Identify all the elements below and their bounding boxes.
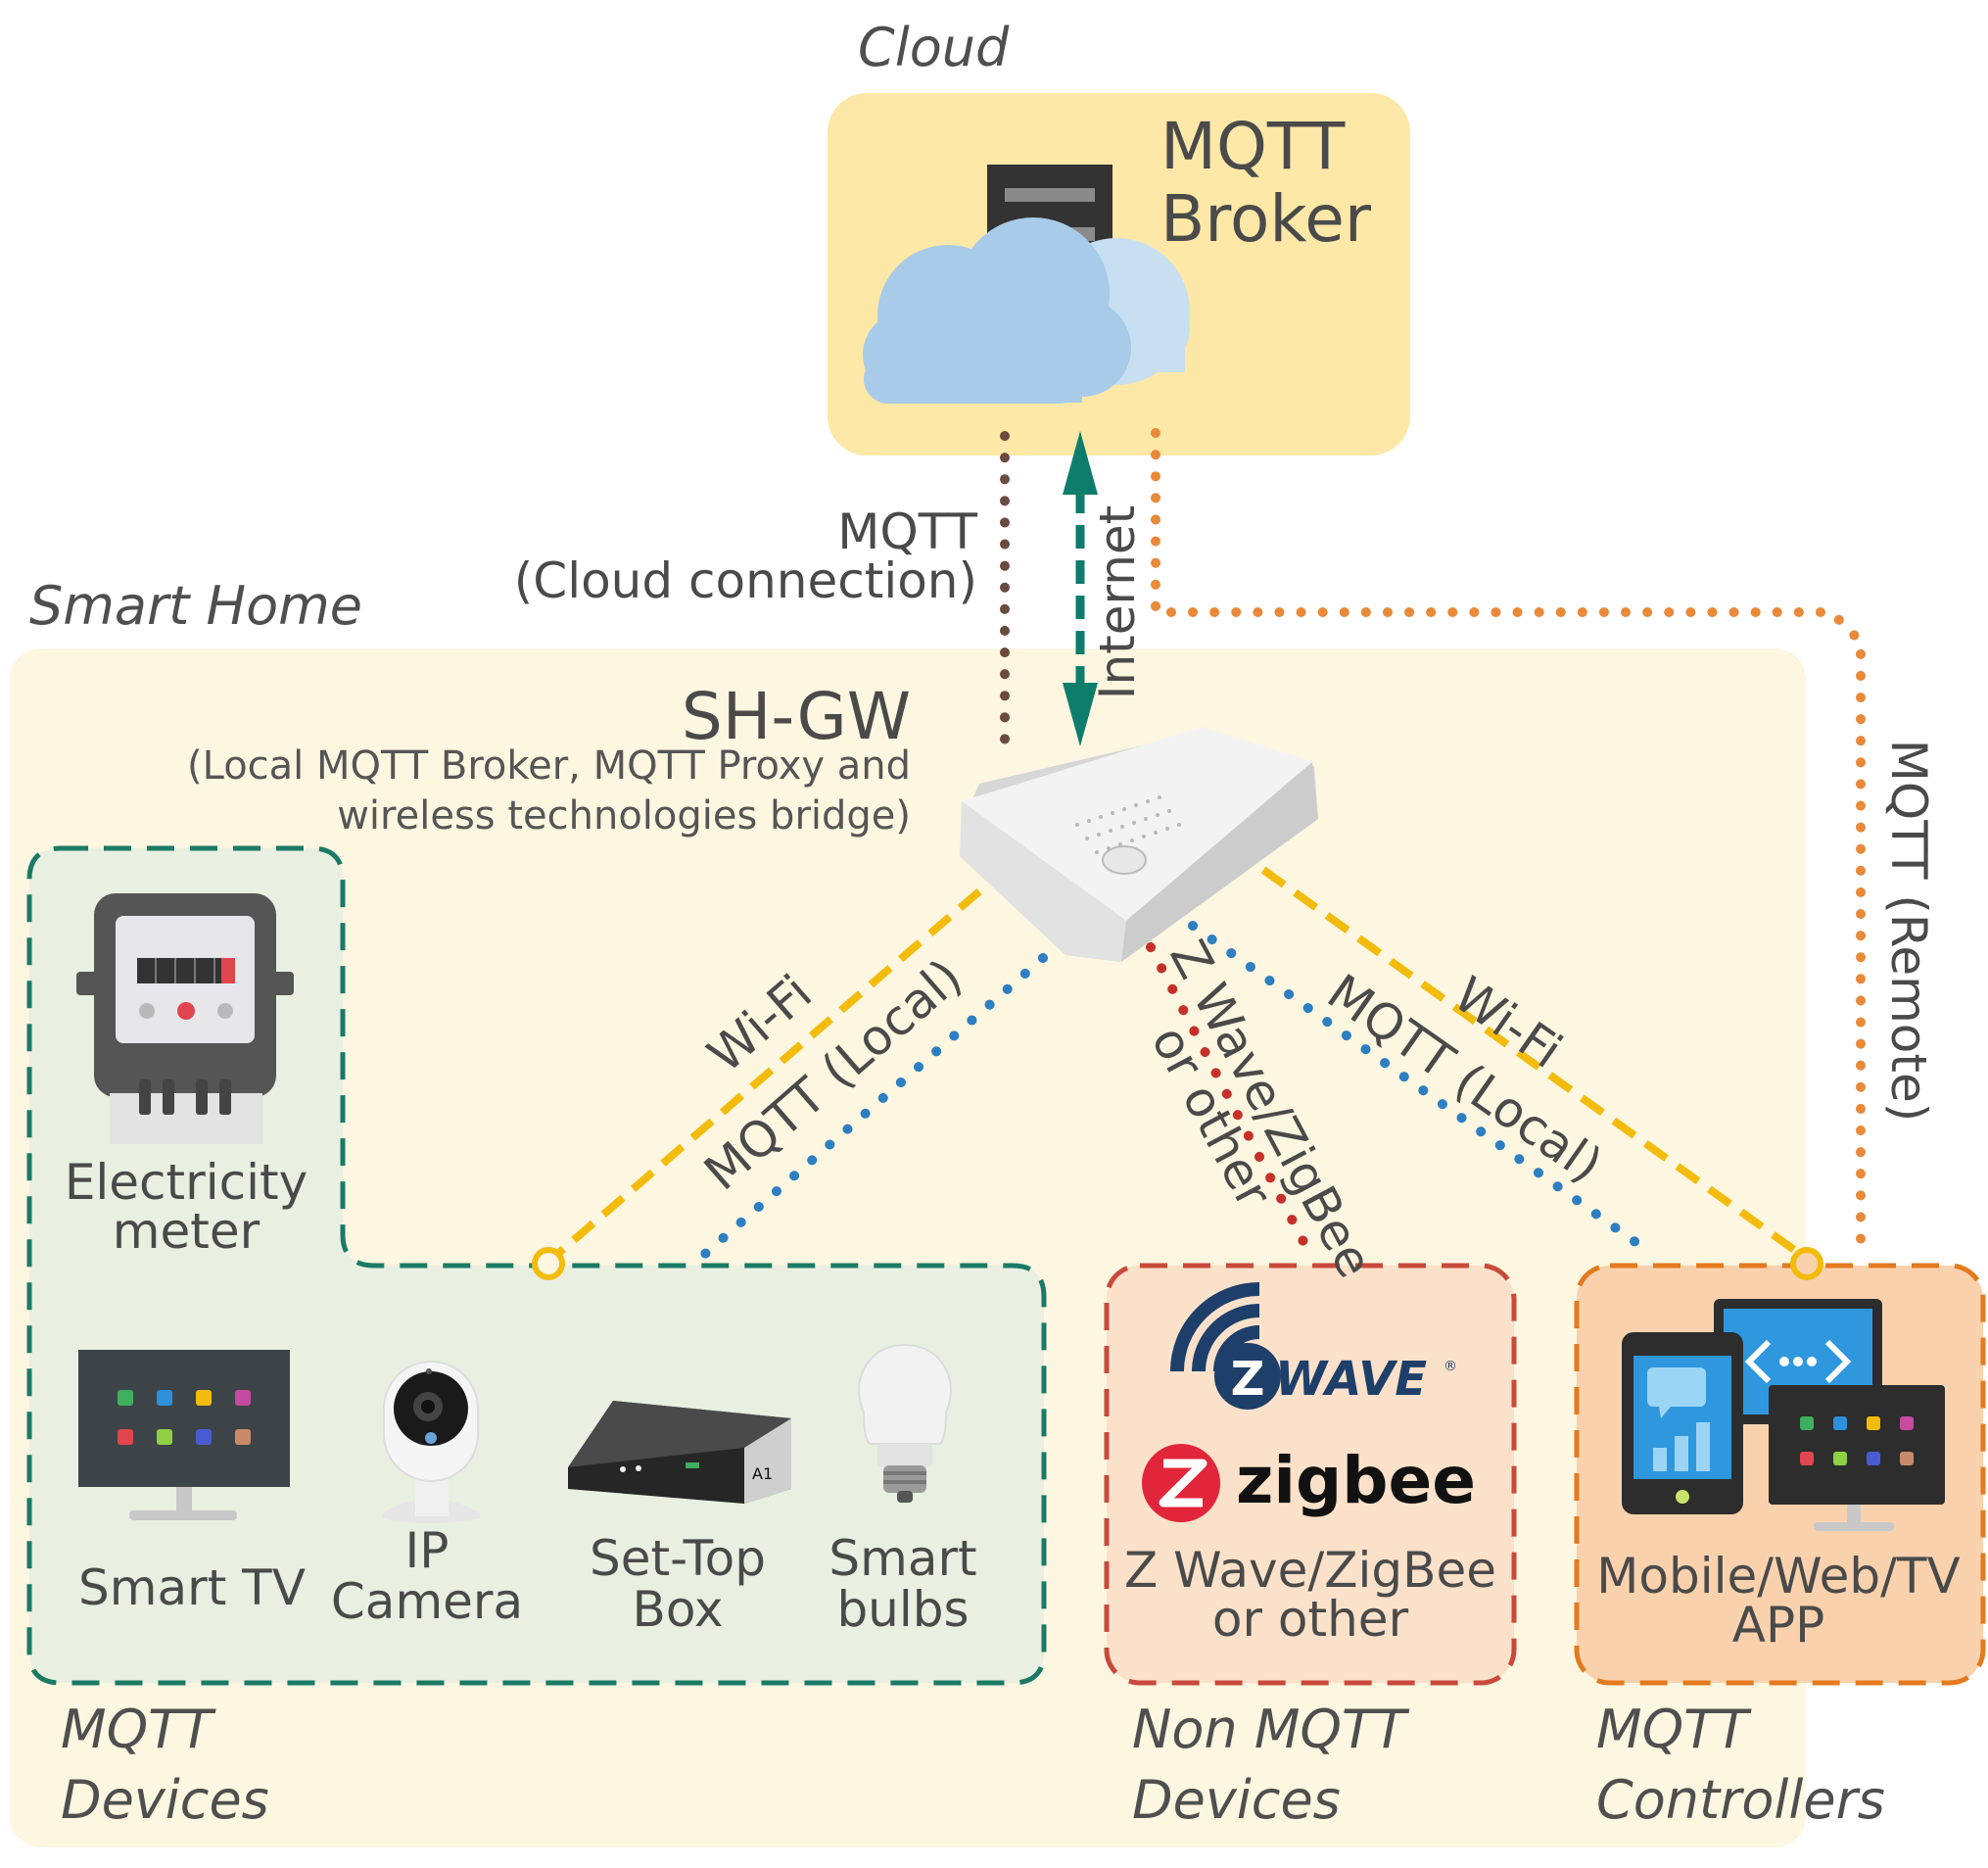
router-icon [960,727,1318,962]
controllers-label-line1: Mobile/Web/TV [1596,1548,1960,1605]
controller-devices-icon [1622,1299,1945,1531]
internet-arrow-down [1063,683,1098,746]
bulb-label-line1: Smart [828,1530,976,1587]
ip-camera-icon [382,1361,480,1523]
gateway-desc-line2: wireless technologies bridge) [337,793,911,838]
internet-label: Internet [1089,505,1146,700]
controllers-title-line2: Controllers [1596,1769,1885,1831]
non-mqtt-title-line1: Non MQTT [1132,1699,1410,1760]
non-mqtt-label-line2: or other [1212,1591,1409,1648]
mqtt-local-right-link [1188,921,1640,1247]
mqtt-local-left-link [700,953,1048,1259]
cloud-link-label-line2: (Cloud connection) [514,552,977,609]
smart-bulb-icon [858,1343,952,1503]
cloud-link-label-line1: MQTT [837,503,977,560]
camera-label-line1: IP [405,1522,450,1579]
set-top-box-icon: A1 [568,1401,791,1504]
mqtt-devices-title-line2: Devices [61,1769,269,1831]
zwave-logo-registered: ® [1444,1359,1457,1374]
meter-label-line1: Electricity [65,1154,308,1211]
cloud-title: Cloud [858,17,1010,78]
internet-arrow-up [1063,431,1098,495]
mqtt-remote-link [1151,428,1866,1259]
mqtt-devices-title-line1: MQTT [61,1699,216,1760]
cloud-server-icon [863,165,1190,404]
non-mqtt-title-line2: Devices [1132,1769,1341,1831]
broker-title-line1: MQTT [1160,109,1346,184]
controllers-label-line2: APP [1732,1597,1825,1653]
zigbee-logo: zigbee [1142,1443,1476,1522]
controllers-title-line1: MQTT [1596,1699,1752,1760]
set-top-box-brand: A1 [752,1464,773,1483]
meter-label-line2: meter [113,1203,260,1260]
non-mqtt-devices-group [1104,1263,1517,1686]
broker-title-line2: Broker [1160,181,1372,257]
zwave-logo-text: WAVE [1275,1352,1427,1407]
wifi-right-link [1260,866,1800,1256]
zwave-logo-letter: Z [1231,1352,1265,1407]
zigbee-logo-text: zigbee [1236,1443,1476,1518]
bulb-label-line2: bulbs [836,1581,969,1638]
stb-label-line1: Set-Top [590,1530,766,1587]
gateway-title: SH-GW [682,679,911,754]
smart-tv-icon [78,1350,290,1520]
camera-label-line2: Camera [331,1573,523,1630]
wifi-left-link [551,887,982,1261]
electricity-meter-icon [76,893,294,1144]
non-mqtt-label-line1: Z Wave/ZigBee [1124,1542,1496,1599]
tv-label: Smart TV [78,1559,306,1616]
gateway-desc-line1: (Local MQTT Broker, MQTT Proxy and [187,743,911,789]
remote-link-label: MQTT (Remote) [1880,740,1937,1123]
wifi-right-endpoint [1790,1247,1823,1280]
zwave-logo: Z WAVE ® [1170,1282,1457,1410]
stb-label-line2: Box [633,1581,724,1638]
wifi-left-endpoint [532,1247,565,1280]
smart-home-title: Smart Home [29,575,362,637]
